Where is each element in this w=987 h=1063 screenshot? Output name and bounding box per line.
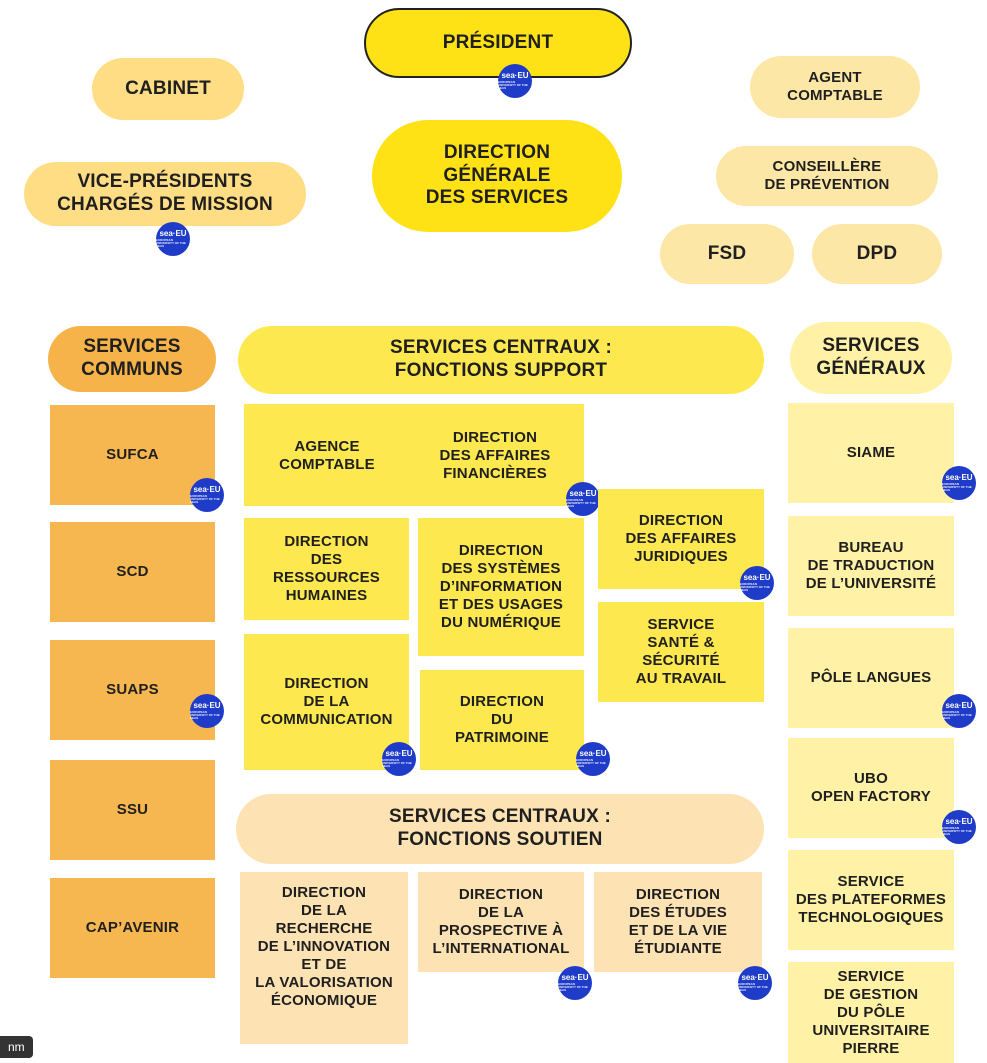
services-generaux-item: SERVICE DE GESTION DU PÔLE UNIVERSITAIRE… (788, 962, 954, 1063)
affaires-financieres-box: DIRECTION DES AFFAIRES FINANCIÈRES (439, 429, 551, 482)
fsd-box: FSD (660, 224, 794, 284)
recherche-box: DIRECTION DE LA RECHERCHE DE L’INNOVATIO… (240, 872, 408, 1044)
fonctions-soutien-header: SERVICES CENTRAUX : FONCTIONS SOUTIEN (236, 794, 764, 864)
cabinet-box: CABINET (92, 58, 244, 120)
president-box: PRÉSIDENT (364, 8, 632, 78)
services-generaux-header: SERVICES GÉNÉRAUX (790, 322, 952, 394)
services-communs-header: SERVICES COMMUNS (48, 326, 216, 392)
dpd-box: DPD (812, 224, 942, 284)
services-communs-item: SUAPS (50, 640, 215, 740)
services-generaux-item: SERVICE DES PLATEFORMES TECHNOLOGIQUES (788, 850, 954, 950)
prospective-box: DIRECTION DE LA PROSPECTIVE À L’INTERNAT… (418, 872, 584, 972)
ressources-humaines-box: DIRECTION DES RESSOURCES HUMAINES (244, 518, 409, 620)
conseillere-box: CONSEILLÈRE DE PRÉVENTION (716, 146, 938, 206)
services-generaux-item: SIAME (788, 403, 954, 503)
sante-securite-box: SERVICE SANTÉ & SÉCURITÉ AU TRAVAIL (598, 602, 764, 702)
patrimoine-box: DIRECTION DU PATRIMOINE (420, 670, 584, 770)
communication-box: DIRECTION DE LA COMMUNICATION (244, 634, 409, 770)
services-generaux-item: BUREAU DE TRADUCTION DE L’UNIVERSITÉ (788, 516, 954, 616)
services-generaux-item: UBO OPEN FACTORY (788, 738, 954, 838)
agent-comptable-box: AGENT COMPTABLE (750, 56, 920, 118)
agence-comptable-box: AGENCE COMPTABLE (279, 438, 375, 473)
services-communs-item: SSU (50, 760, 215, 860)
corner-badge: nm (0, 1036, 33, 1058)
services-communs-item: SUFCA (50, 405, 215, 505)
affaires-juridiques-box: DIRECTION DES AFFAIRES JURIDIQUES (598, 489, 764, 589)
etudes-box: DIRECTION DES ÉTUDES ET DE LA VIE ÉTUDIA… (594, 872, 762, 972)
services-communs-item: CAP’AVENIR (50, 878, 215, 978)
systemes-information-box: DIRECTION DES SYSTÈMES D’INFORMATION ET … (418, 518, 584, 656)
support-block-top (244, 404, 584, 506)
fonctions-support-header: SERVICES CENTRAUX : FONCTIONS SUPPORT (238, 326, 764, 394)
direction-generale-box: DIRECTION GÉNÉRALE DES SERVICES (372, 120, 622, 232)
vice-presidents-box: VICE-PRÉSIDENTS CHARGÉS DE MISSION (24, 162, 306, 226)
services-communs-item: SCD (50, 522, 215, 622)
services-generaux-item: PÔLE LANGUES (788, 628, 954, 728)
